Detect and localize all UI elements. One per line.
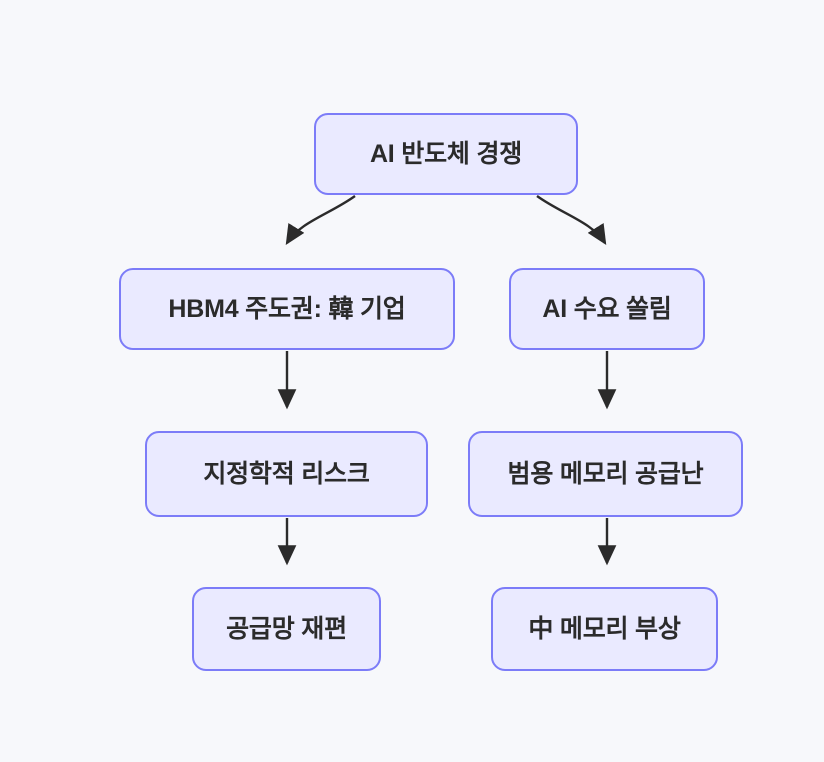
- flowchart-node-china-label: 中 메모리 부상: [528, 614, 681, 643]
- flowchart-node-supply-label: 범용 메모리 공급난: [507, 459, 704, 488]
- edge-root-to-ai-demand: [536, 195, 607, 246]
- flowchart-node-geo-risk[interactable]: 지정학적 리스크: [145, 431, 428, 517]
- flowchart-node-root-label: AI 반도체 경쟁: [369, 139, 523, 168]
- flowchart-node-chain-label: 공급망 재편: [226, 614, 347, 643]
- flowchart-node-ai-demand-label: AI 수요 쏠림: [542, 294, 672, 323]
- flowchart-node-china[interactable]: 中 메모리 부상: [491, 587, 718, 671]
- flowchart-node-supply[interactable]: 범용 메모리 공급난: [468, 431, 743, 517]
- flowchart-node-root[interactable]: AI 반도체 경쟁: [314, 113, 578, 195]
- flowchart-node-ai-demand[interactable]: AI 수요 쏠림: [509, 268, 705, 350]
- edge-root-to-hbm4: [285, 195, 356, 246]
- flowchart-node-hbm4-label: HBM4 주도권: 韓 기업: [168, 294, 406, 323]
- flowchart-node-chain[interactable]: 공급망 재편: [192, 587, 381, 671]
- flowchart-node-hbm4[interactable]: HBM4 주도권: 韓 기업: [119, 268, 455, 350]
- flowchart-node-geo-risk-label: 지정학적 리스크: [203, 459, 370, 488]
